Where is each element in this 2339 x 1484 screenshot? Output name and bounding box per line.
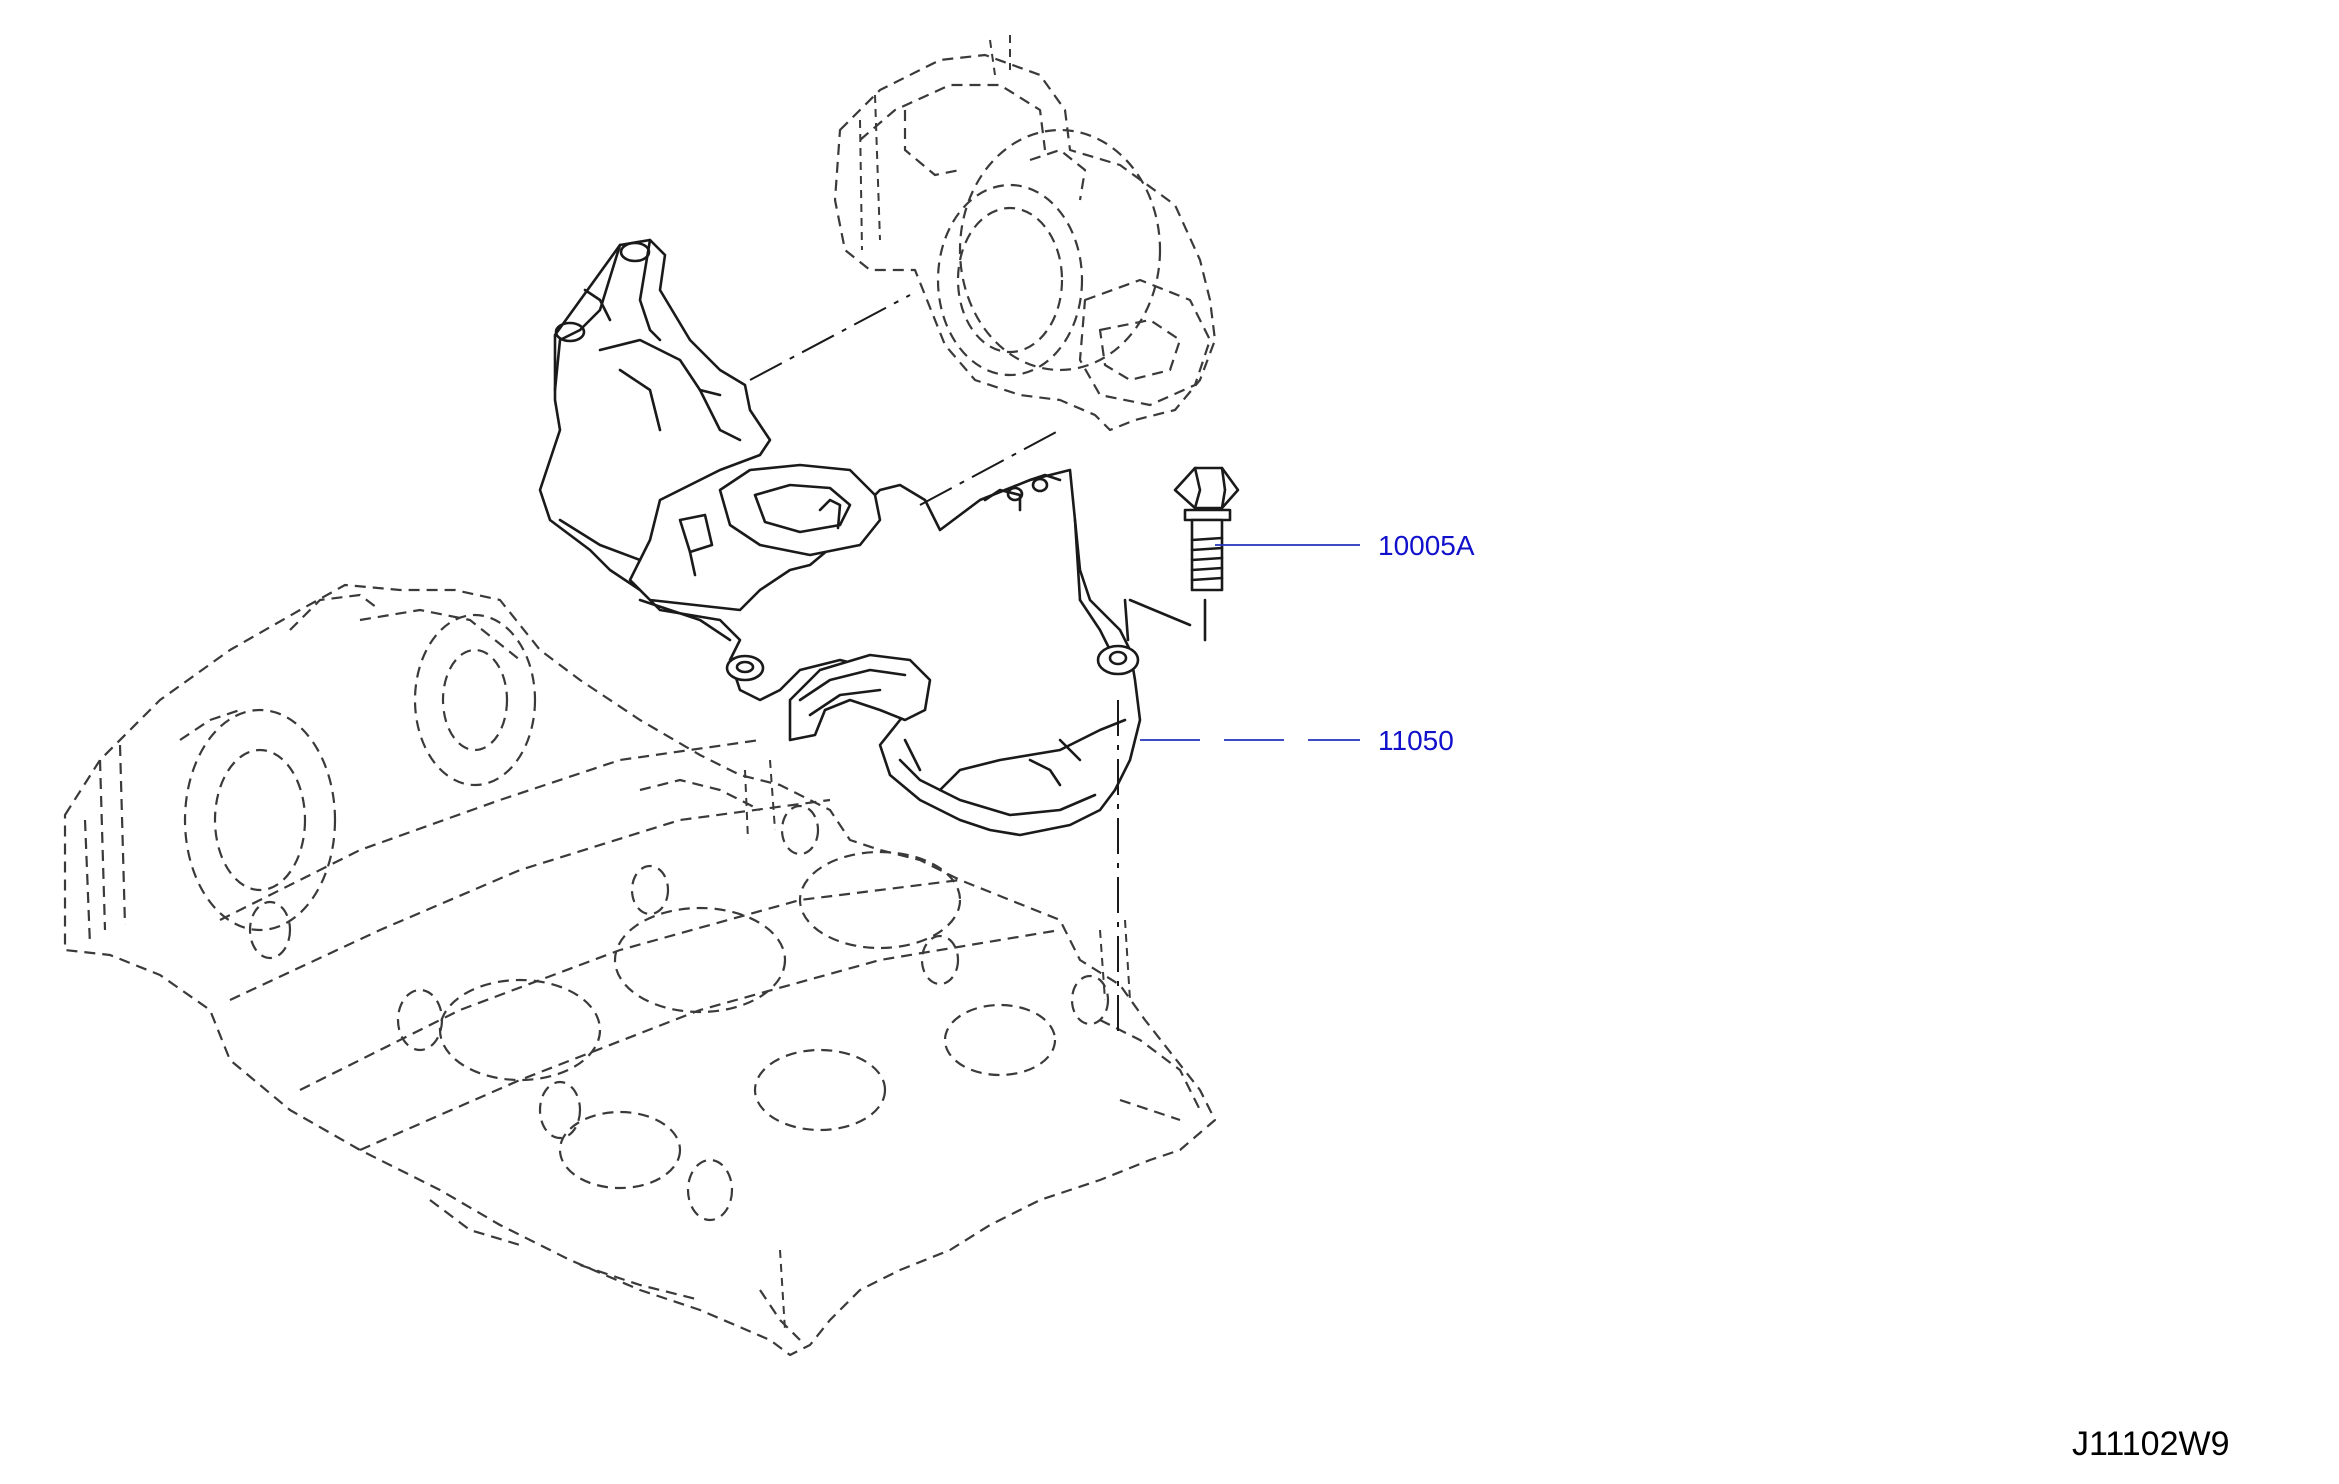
throttle-body-phantom bbox=[833, 35, 1217, 432]
engine-block-phantom bbox=[63, 583, 1217, 1357]
centerline-lower bbox=[919, 429, 1061, 506]
bolt-10005a-art bbox=[1123, 466, 1240, 642]
callout-11050[interactable]: 11050 bbox=[1378, 725, 1454, 756]
front-cover-11050-art bbox=[538, 238, 1142, 837]
diagram-code: J11102W9 bbox=[2072, 1425, 2230, 1463]
centerline-upper bbox=[749, 294, 911, 381]
callout-10005a[interactable]: 10005A bbox=[1378, 530, 1475, 561]
